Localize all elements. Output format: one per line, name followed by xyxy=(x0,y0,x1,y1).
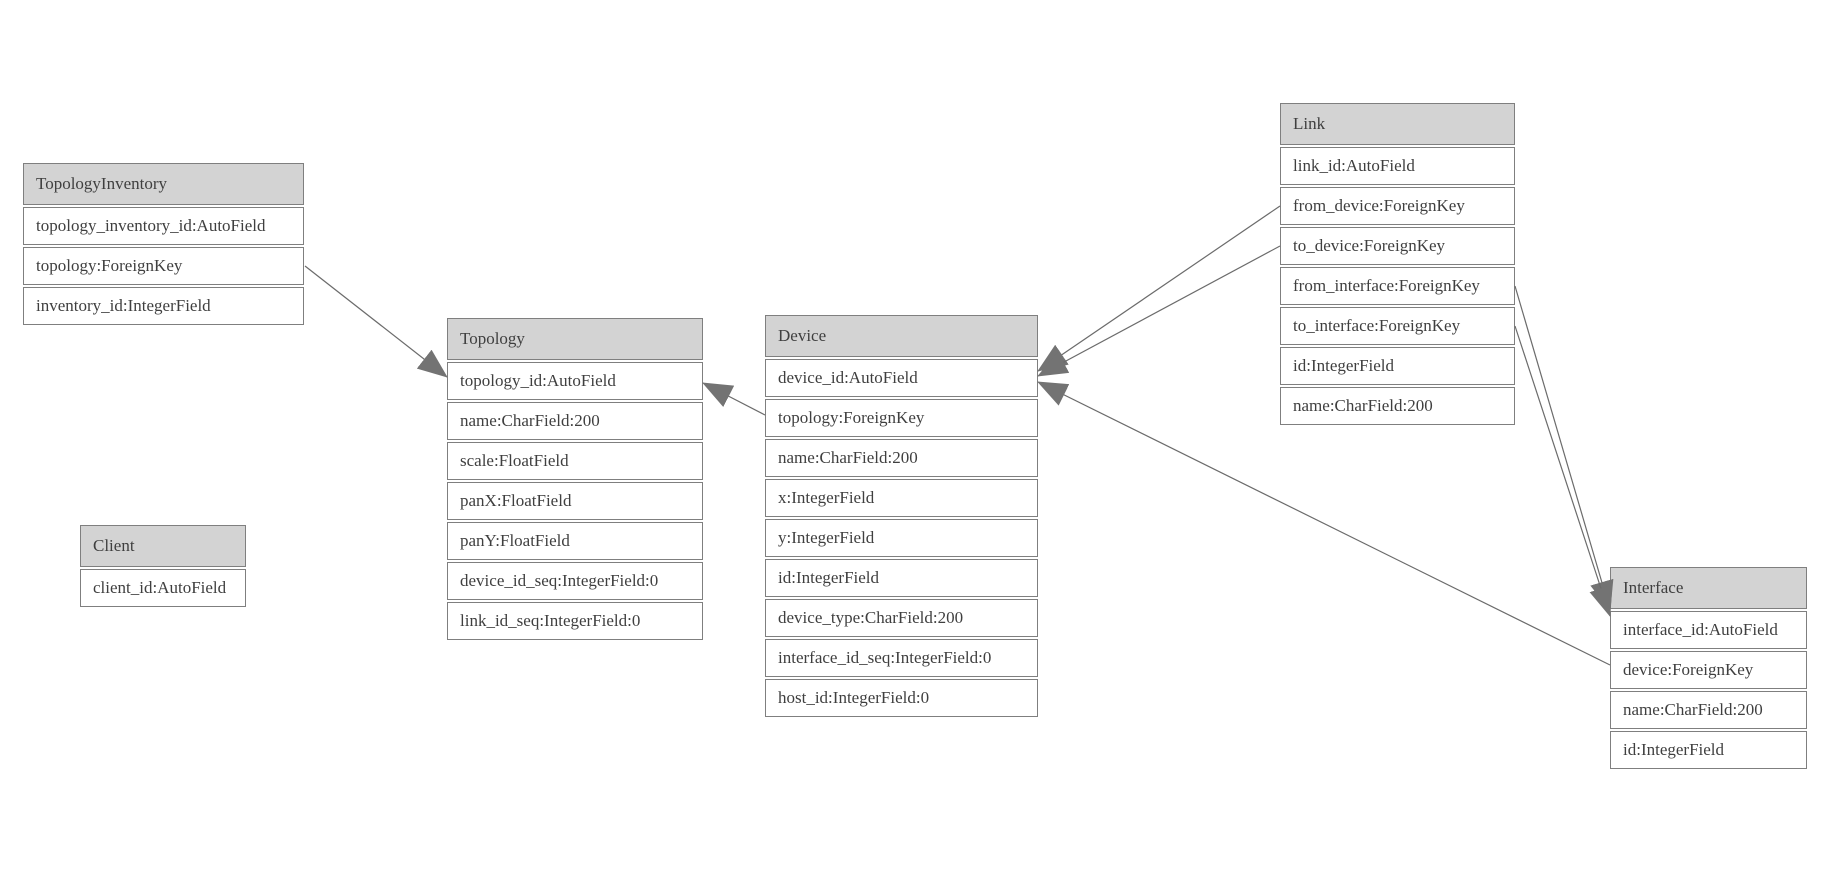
entity-field: host_id:IntegerField:0 xyxy=(765,679,1038,717)
entity-field: scale:FloatField xyxy=(447,442,703,480)
entity-field: name:CharField:200 xyxy=(1280,387,1515,425)
entity-field: y:IntegerField xyxy=(765,519,1038,557)
relation-line-link-to-interface-interface xyxy=(1514,325,1613,617)
entity-field: id:IntegerField xyxy=(1280,347,1515,385)
relation-line-topologyinventory-topology xyxy=(304,265,448,378)
entity-field: id:IntegerField xyxy=(765,559,1038,597)
entity-field: from_device:ForeignKey xyxy=(1280,187,1515,225)
entity-field: client_id:AutoField xyxy=(80,569,246,607)
entity-field: device_type:CharField:200 xyxy=(765,599,1038,637)
entity-title: Topology xyxy=(447,318,703,360)
entity-field: panX:FloatField xyxy=(447,482,703,520)
entity-field: name:CharField:200 xyxy=(765,439,1038,477)
entity-title: Interface xyxy=(1610,567,1807,609)
entity-field: link_id_seq:IntegerField:0 xyxy=(447,602,703,640)
entity-field: id:IntegerField xyxy=(1610,731,1807,769)
entity-field: topology_inventory_id:AutoField xyxy=(23,207,304,245)
relation-line-link-from-device-device xyxy=(1037,205,1281,372)
relation-line-device-topology xyxy=(702,382,766,416)
entity-field: link_id:AutoField xyxy=(1280,147,1515,185)
entity-field: to_interface:ForeignKey xyxy=(1280,307,1515,345)
entity-field: interface_id:AutoField xyxy=(1610,611,1807,649)
entity-field: x:IntegerField xyxy=(765,479,1038,517)
entity-field: device_id_seq:IntegerField:0 xyxy=(447,562,703,600)
entity-field: interface_id_seq:IntegerField:0 xyxy=(765,639,1038,677)
entity-title: Link xyxy=(1280,103,1515,145)
entity-field: topology_id:AutoField xyxy=(447,362,703,400)
entity-field: device:ForeignKey xyxy=(1610,651,1807,689)
entity-field: inventory_id:IntegerField xyxy=(23,287,304,325)
entity-title: TopologyInventory xyxy=(23,163,304,205)
entity-title: Client xyxy=(80,525,246,567)
entity-field: panY:FloatField xyxy=(447,522,703,560)
entity-field: topology:ForeignKey xyxy=(765,399,1038,437)
entity-title: Device xyxy=(765,315,1038,357)
entity-field: name:CharField:200 xyxy=(1610,691,1807,729)
entity-field: device_id:AutoField xyxy=(765,359,1038,397)
entity-field: name:CharField:200 xyxy=(447,402,703,440)
relation-line-link-from-interface-interface xyxy=(1514,285,1614,611)
entity-field: to_device:ForeignKey xyxy=(1280,227,1515,265)
entity-field: topology:ForeignKey xyxy=(23,247,304,285)
relation-line-link-to-device-device xyxy=(1037,245,1281,377)
entity-field: from_interface:ForeignKey xyxy=(1280,267,1515,305)
